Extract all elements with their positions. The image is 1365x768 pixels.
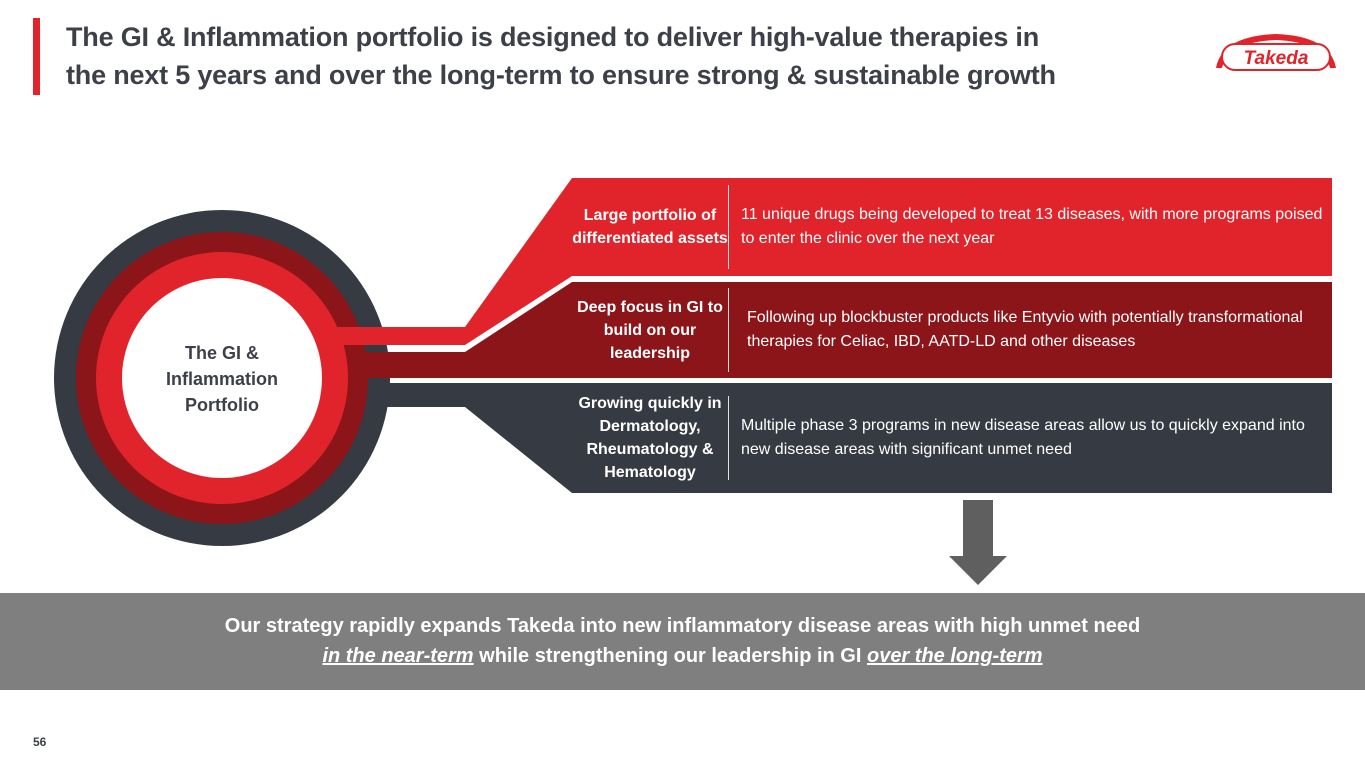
page-title: The GI & Inflammation portfolio is desig… [66,18,1196,94]
row-growing-quickly: Growing quickly in Dermatology, Rheumato… [572,383,1332,493]
banner-line-2: in the near-term while strengthening our… [0,641,1365,671]
row-divider [728,288,729,372]
band-red [330,178,1332,345]
center-label-line: The GI & [184,343,259,363]
title-accent-bar [33,18,40,95]
band-darkred [350,282,1332,378]
banner-emphasis-near-term: in the near-term [322,645,474,667]
title-line-1: The GI & Inflammation portfolio is desig… [66,22,1040,52]
title-line-2: the next 5 years and over the long-term … [66,60,1056,90]
row-large-portfolio: Large portfolio of differentiated assets… [572,178,1332,276]
row-description: Multiple phase 3 programs in new disease… [741,417,1305,458]
row-description: 11 unique drugs being developed to treat… [741,206,1323,247]
takeda-logo: Takeda [1216,34,1336,71]
row-divider [728,396,729,480]
banner-text: while strengthening our leadership in GI [473,645,867,667]
center-label-line: Inflammation [165,369,278,389]
banner-emphasis-long-term: over the long-term [866,645,1043,667]
page-number: 56 [33,735,47,749]
row-heading: Growing quickly in Dermatology, Rheumato… [578,395,722,481]
row-deep-focus: Deep focus in GI to build on our leaders… [572,282,1332,378]
center-label: The GI & Inflammation Portfolio [142,340,302,418]
banner-line-1: Our strategy rapidly expands Takeda into… [224,615,1141,637]
down-arrow-icon [949,500,1007,585]
row-description: Following up blockbuster products like E… [747,309,1303,350]
strategy-banner: Our strategy rapidly expands Takeda into… [0,593,1365,690]
band-dark [385,383,1332,493]
svg-text:Takeda: Takeda [1244,48,1309,69]
row-heading: Large portfolio of differentiated assets [572,207,728,247]
center-circle [122,278,322,478]
row-divider [728,185,729,269]
center-label-line: Portfolio [185,395,259,415]
row-heading: Deep focus in GI to build on our leaders… [577,298,723,362]
